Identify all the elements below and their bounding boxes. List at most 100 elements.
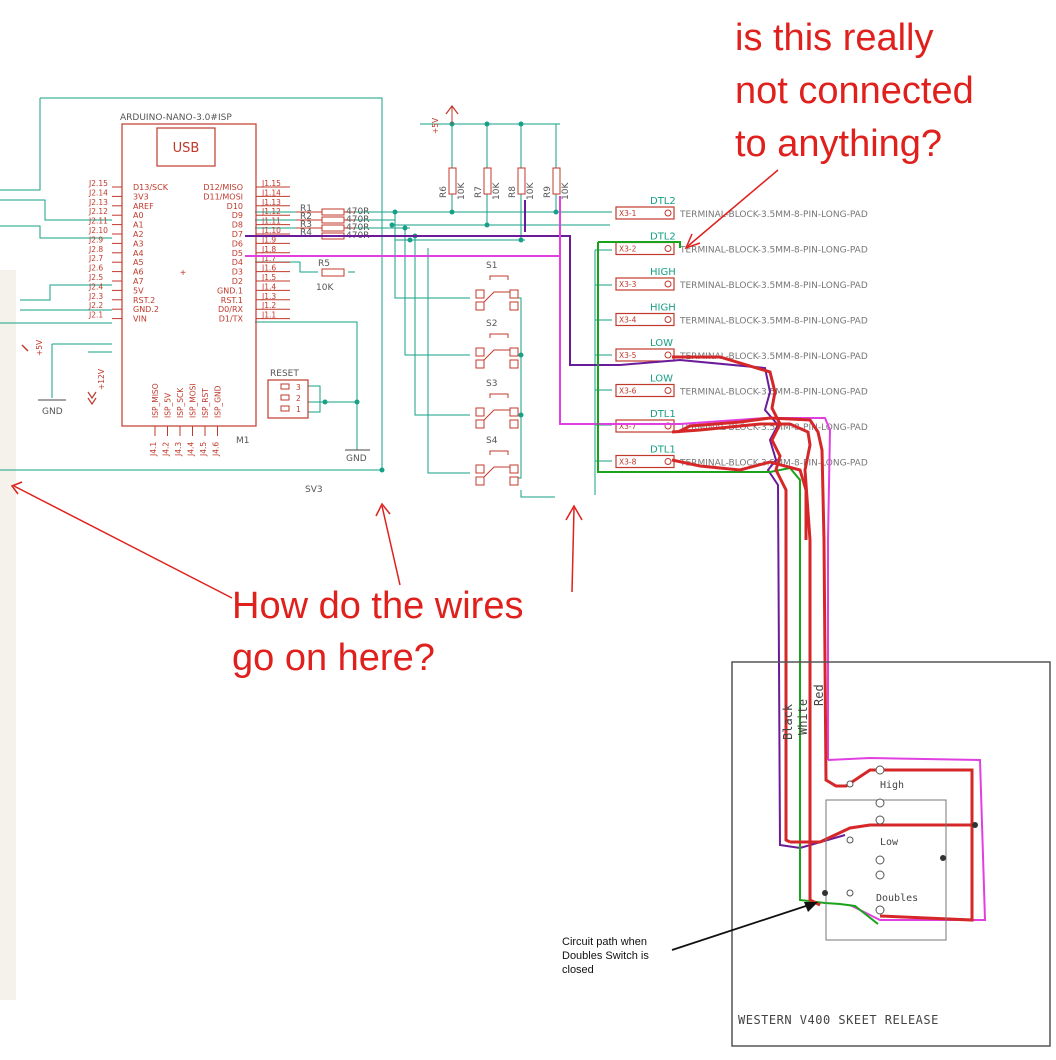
- arduino-left-pin-label: A5: [133, 258, 144, 267]
- annotation-bottom: How do the wires go on here?: [10, 481, 583, 679]
- terminal-description: TERMINAL-BLOCK-3.5MM-8-PIN-LONG-PAD: [679, 246, 868, 256]
- r5-name: R5: [318, 259, 330, 269]
- terminal-hole: [664, 280, 672, 288]
- gnd-label-right: GND: [346, 454, 367, 464]
- arduino-right-pin-label: D3: [232, 268, 243, 277]
- arduino-left-pin-label: A3: [133, 239, 144, 248]
- annotation-top-line-1: is this really: [735, 17, 934, 59]
- pushbutton-pin: [509, 347, 519, 357]
- reset-label: RESET: [270, 369, 299, 379]
- release-wire-white: White: [796, 699, 810, 735]
- usb-connector: [156, 127, 216, 167]
- arduino-left-pin-label: D13/SCK: [133, 183, 169, 192]
- terminal-pad: [615, 206, 675, 220]
- terminal-hole: [664, 351, 672, 359]
- arduino-left-pin-num: J2.14: [88, 188, 108, 197]
- terminal-net-name: DTL2: [650, 196, 676, 207]
- arduino-left-pin-label: RST.2: [133, 296, 155, 305]
- arduino-isp-pin-num: J4.3: [174, 442, 183, 457]
- arduino-title: ARDUINO-NANO-3.0#ISP: [120, 113, 232, 123]
- pullup-name: R6: [439, 186, 449, 198]
- arduino-left-pin-label: A0: [133, 211, 144, 220]
- circuit-note: Circuit path when Doubles Switch is clos…: [562, 902, 818, 976]
- arduino-right-pin-label: D5: [232, 249, 243, 258]
- pushbutton-actuator: [489, 275, 509, 280]
- arduino-isp-pin-num: J4.2: [162, 442, 171, 457]
- arduino-right-pin-num: J1.3: [261, 292, 276, 301]
- arduino-left-pin-num: J2.7: [88, 254, 103, 263]
- terminal-net-name: LOW: [650, 374, 673, 385]
- terminal-pad: [615, 419, 675, 433]
- arduino-isp-pin-label: ISP_GND: [214, 385, 223, 418]
- arduino-right-pin-num: J1.4: [261, 282, 276, 291]
- arduino-right-pin-num: J1.12: [261, 207, 281, 216]
- arduino-left-pin-label: A7: [133, 277, 144, 286]
- annotation-top-line-2: not connected: [735, 70, 974, 112]
- plus12-label: +12V: [97, 368, 106, 390]
- arduino-left-pin-label: A6: [133, 268, 144, 277]
- arduino-left-pin-num: J2.10: [88, 226, 108, 235]
- pushbutton-pin: [475, 476, 485, 486]
- terminal-description: TERMINAL-BLOCK-3.5MM-8-PIN-LONG-PAD: [679, 317, 868, 327]
- junction-dots: [322, 121, 559, 473]
- sv3-label: SV3: [305, 485, 323, 495]
- usb-label: USB: [173, 141, 200, 156]
- pushbutton-pin: [509, 476, 519, 486]
- terminal-pin-label: X3-1: [619, 209, 637, 218]
- arduino-right-pin-num: J1.7: [261, 254, 276, 263]
- arduino-right-pin-num: J1.8: [261, 245, 276, 254]
- pushbutton-pin: [509, 289, 519, 299]
- red-trace: [671, 355, 974, 922]
- terminal-net-name: HIGH: [650, 267, 676, 278]
- arduino-left-pin-num: J2.3: [88, 292, 103, 301]
- terminal-net-name: HIGH: [650, 303, 676, 314]
- pushbutton-contact: [483, 409, 510, 421]
- arduino-isp-pin-label: ISP_MOSI: [189, 383, 198, 418]
- arduino-isp-pin-num: J4.6: [212, 442, 221, 457]
- resistor-value: 470R: [346, 207, 369, 217]
- resistor-name: R4: [300, 228, 312, 238]
- arduino-name: M1: [236, 436, 250, 446]
- arduino-isp-pin-label: ISP_5V: [164, 392, 173, 418]
- arduino-left-pin-num: J2.15: [88, 179, 108, 188]
- arduino-left-pin-num: J2.9: [88, 235, 103, 244]
- arduino-left-pin-label: GND.2: [133, 305, 159, 314]
- arduino-left-pin-label: A2: [133, 230, 144, 239]
- teal-nets: [0, 97, 612, 498]
- arduino-right-pin-label: D10: [227, 202, 243, 211]
- pushbutton-pin: [509, 419, 519, 429]
- terminal-hole: [664, 458, 672, 465]
- reset-header: RESET 3 2 1: [267, 369, 309, 419]
- terminal-hole: [664, 245, 672, 252]
- arduino-isp-pin-label: ISP_MISO: [151, 383, 160, 418]
- terminal-pin-label: X3-5: [619, 351, 637, 360]
- arduino-left-pin-num: J2.4: [88, 282, 103, 291]
- pushbutton-pin: [475, 347, 485, 357]
- arduino-right-pin-num: J1.1: [261, 311, 276, 320]
- resistor-body: [321, 208, 345, 216]
- arduino-isp-pin-num: J4.1: [149, 442, 158, 457]
- arduino-left-pin-label: 3V3: [133, 192, 149, 201]
- arduino-left-pin-num: J2.2: [88, 301, 103, 310]
- pushbutton-pin: [475, 464, 485, 474]
- arduino-right-pin-num: J1.6: [261, 264, 276, 273]
- arduino-left-pin-num: J2.6: [88, 264, 103, 273]
- arduino-right-pin-num: J1.11: [261, 217, 281, 226]
- arduino-right-pin-num: J1.5: [261, 273, 276, 282]
- terminal-pad: [615, 348, 675, 362]
- arduino-isp-pin-num: J4.5: [199, 442, 208, 457]
- center-plus: +: [180, 268, 186, 279]
- arduino-isp-pin-label: ISP_SCK: [176, 387, 185, 418]
- pushbutton-pin: [509, 301, 519, 311]
- terminal-pin-label: X3-8: [619, 458, 637, 467]
- arduino-right-pin-label: D4: [232, 258, 243, 267]
- pullup-body: [483, 167, 492, 195]
- terminal-hole: [664, 387, 672, 394]
- arduino-right-pin-label: D2: [232, 277, 243, 286]
- arduino-left-pin-num: J2.5: [88, 273, 103, 282]
- terminal-pin-label: X3-3: [619, 280, 637, 289]
- terminal-net-name: DTL1: [650, 409, 676, 420]
